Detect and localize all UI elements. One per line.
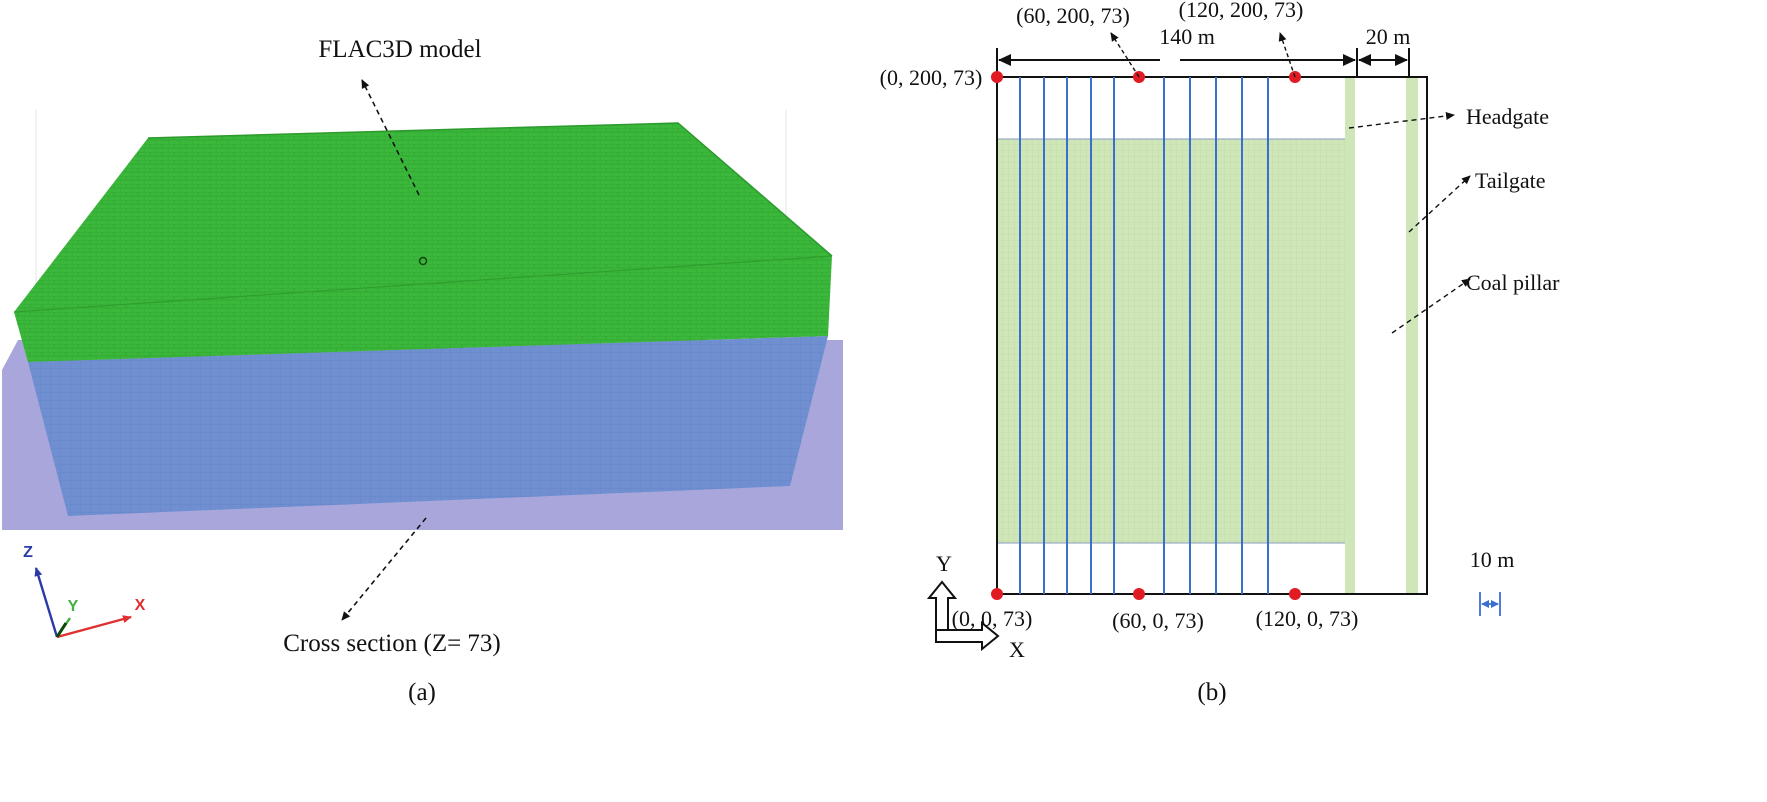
panel-fill — [998, 139, 1355, 543]
model-title: FLAC3D model — [318, 36, 481, 63]
xy-axis-x-label: X — [1009, 637, 1025, 662]
tailgate-strip — [1406, 77, 1418, 594]
point-label-bot-mid: (60, 0, 73) — [1112, 608, 1204, 633]
caption-a: (a) — [408, 679, 436, 706]
coal-pillar-label: Coal pillar — [1466, 270, 1560, 295]
axis-z-label: Z — [23, 544, 33, 561]
scale-label: 10 m — [1470, 547, 1515, 572]
point-label-top-mid: (60, 200, 73) — [1016, 3, 1130, 28]
caption-b: (b) — [1197, 679, 1226, 706]
xy-axis-y-label: Y — [936, 551, 952, 576]
lower-block — [28, 336, 828, 516]
cross-section-label: Cross section (Z= 73) — [283, 630, 501, 657]
panel-b: 140 m 20 m (0, 200, 73) (60, 200, 73) (1… — [880, 0, 1560, 706]
axis-triad: Z Y X — [23, 544, 146, 639]
scale-bar — [1479, 592, 1501, 616]
point-label-top-right: (120, 200, 73) — [1179, 0, 1304, 22]
point-label-bot-left: (0, 0, 73) — [952, 606, 1033, 631]
dimension-pillar-label: 20 m — [1366, 24, 1411, 49]
headgate-label: Headgate — [1466, 104, 1549, 129]
xy-axes-glyph — [926, 580, 1000, 652]
point-label-bot-right: (120, 0, 73) — [1256, 606, 1359, 631]
headgate-strip — [1345, 77, 1355, 594]
center-marker — [418, 256, 428, 266]
model-leader-arrow — [361, 79, 420, 196]
tailgate-label: Tailgate — [1475, 168, 1546, 193]
cross-section-leader-arrow — [341, 517, 427, 621]
panel-a: FLAC3D model Cross section (Z= 73) (a) Z… — [2, 36, 843, 706]
dimension-width-label: 140 m — [1159, 24, 1215, 49]
axis-x-label: X — [135, 597, 146, 614]
axis-y-label: Y — [68, 598, 79, 615]
measurement-lines — [1019, 77, 1269, 594]
point-label-top-left: (0, 200, 73) — [880, 65, 983, 90]
model-block-top — [14, 123, 832, 312]
model-boundary — [996, 76, 1428, 595]
model-block-front — [14, 256, 832, 362]
